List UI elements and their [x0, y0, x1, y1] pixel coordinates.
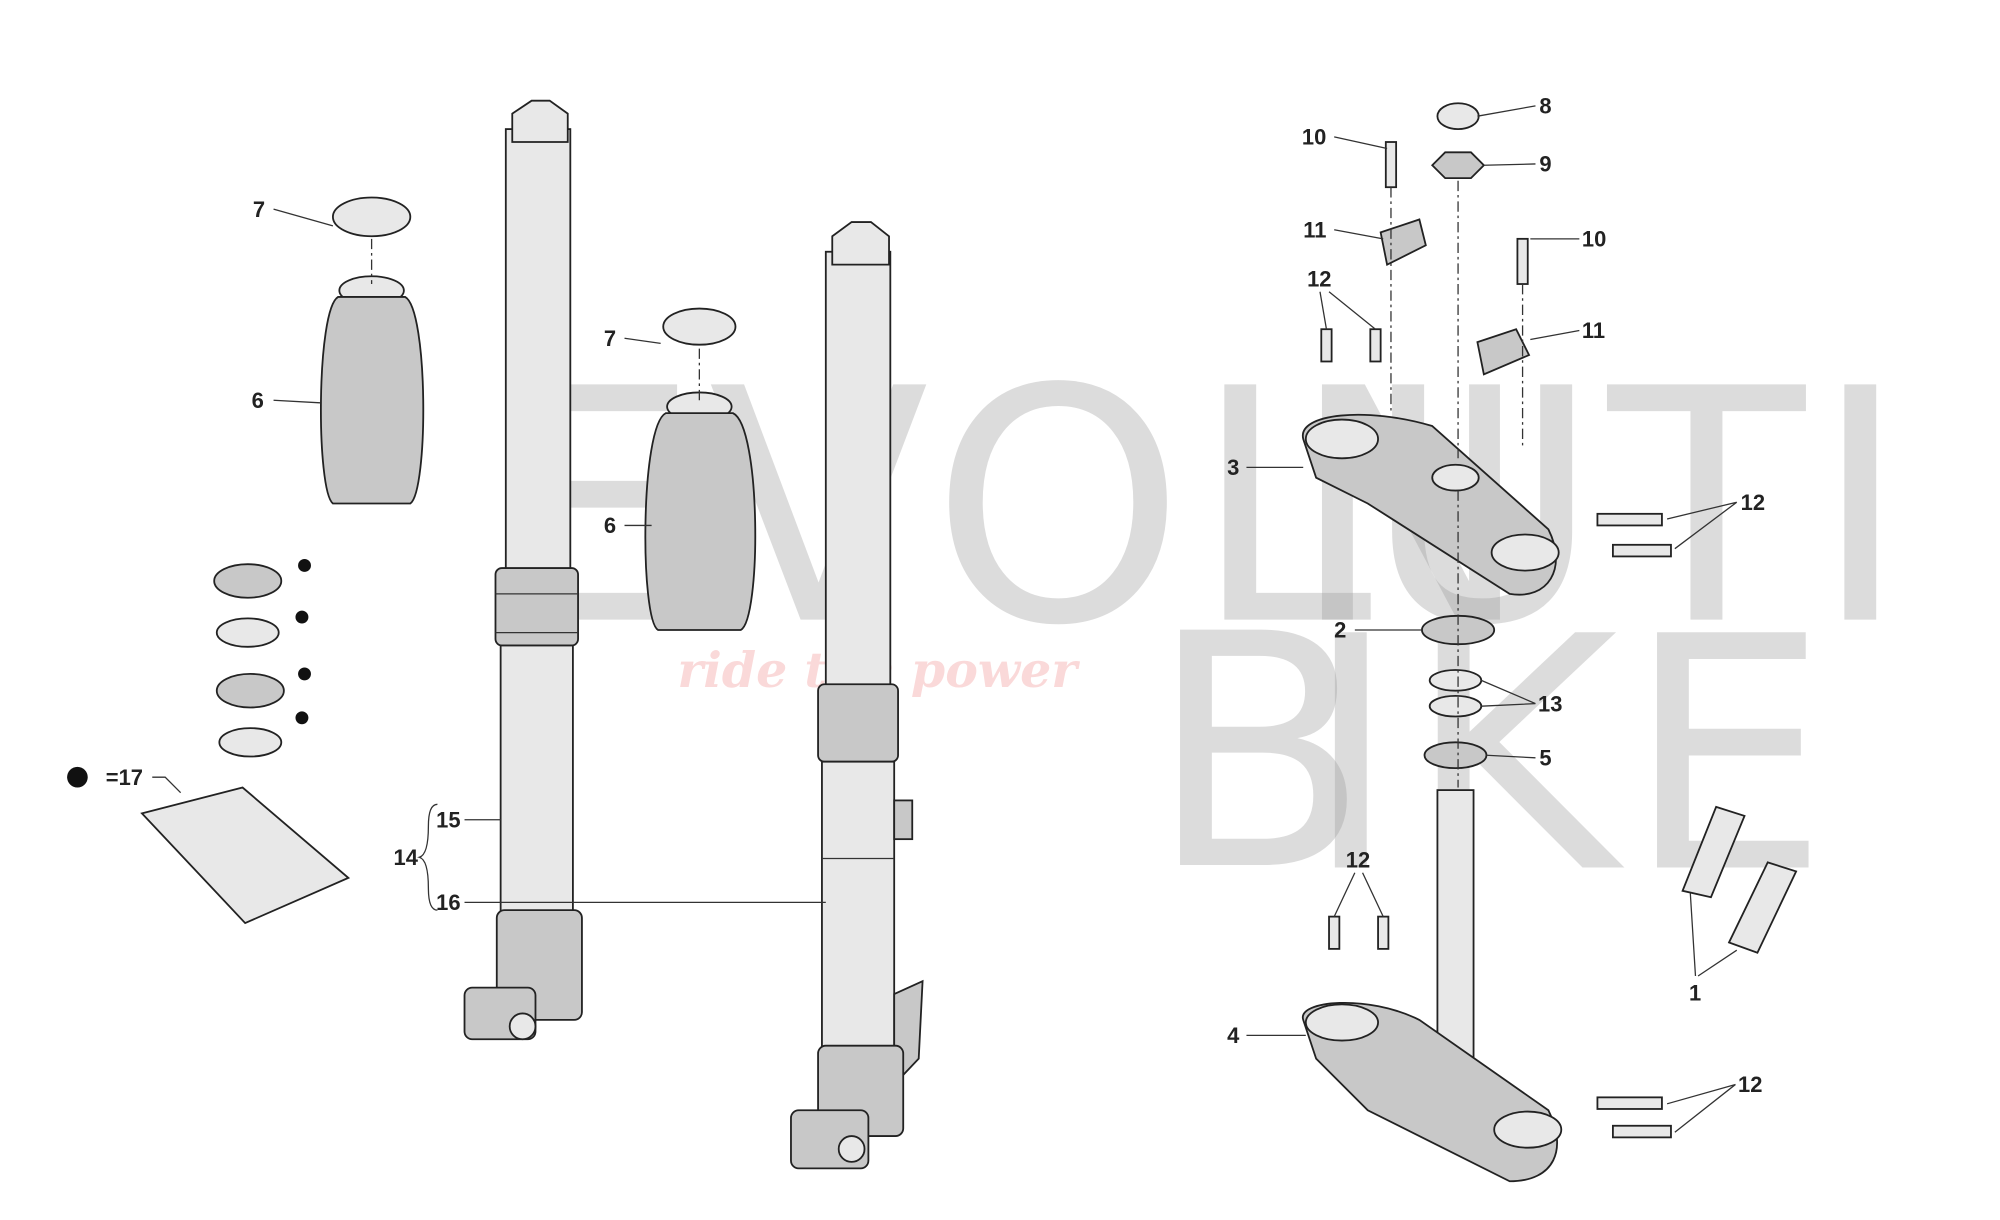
callout-10: 10: [1582, 227, 1606, 252]
callout-1: 1: [1689, 981, 1701, 1006]
watermark-b: B: [1148, 566, 1377, 942]
callout-10: 10: [1302, 125, 1326, 150]
callout-8: 8: [1539, 94, 1551, 119]
callout-6: 6: [252, 388, 264, 413]
dust-boot-left: [320, 196, 425, 505]
fork-leg-left: [463, 99, 583, 1041]
callout-12: 12: [1738, 1072, 1762, 1097]
dust-boot-right: [644, 307, 757, 631]
steering-assembly: [1302, 102, 1798, 1183]
callout-7: 7: [253, 197, 265, 222]
leader-lines: [152, 105, 1738, 1133]
callout-11: 11: [1582, 318, 1605, 343]
callout-13: 13: [1538, 691, 1562, 716]
watermark-ike: IKE: [1303, 568, 1837, 944]
callout-7: 7: [604, 326, 616, 351]
callout-11: 11: [1303, 218, 1326, 243]
callout-2: 2: [1334, 618, 1346, 643]
callout-labels: 7 6 7 6 =17 15 14 16 10 8 9 11 10 12 11 …: [106, 94, 1765, 1098]
callout-12: 12: [1307, 267, 1331, 292]
callout-3: 3: [1227, 455, 1239, 480]
callout-6: 6: [604, 513, 616, 538]
callout-17: =17: [106, 765, 143, 790]
callout-4: 4: [1227, 1023, 1240, 1048]
callout-12: 12: [1346, 848, 1370, 873]
fork-leg-right: [790, 221, 924, 1170]
callout-9: 9: [1539, 152, 1551, 177]
callout-14: 14: [394, 845, 419, 870]
callout-5: 5: [1539, 746, 1551, 771]
seal-kit: [67, 559, 351, 925]
callout-12: 12: [1741, 490, 1765, 515]
callout-16: 16: [436, 890, 460, 915]
callout-15: 15: [436, 808, 460, 833]
